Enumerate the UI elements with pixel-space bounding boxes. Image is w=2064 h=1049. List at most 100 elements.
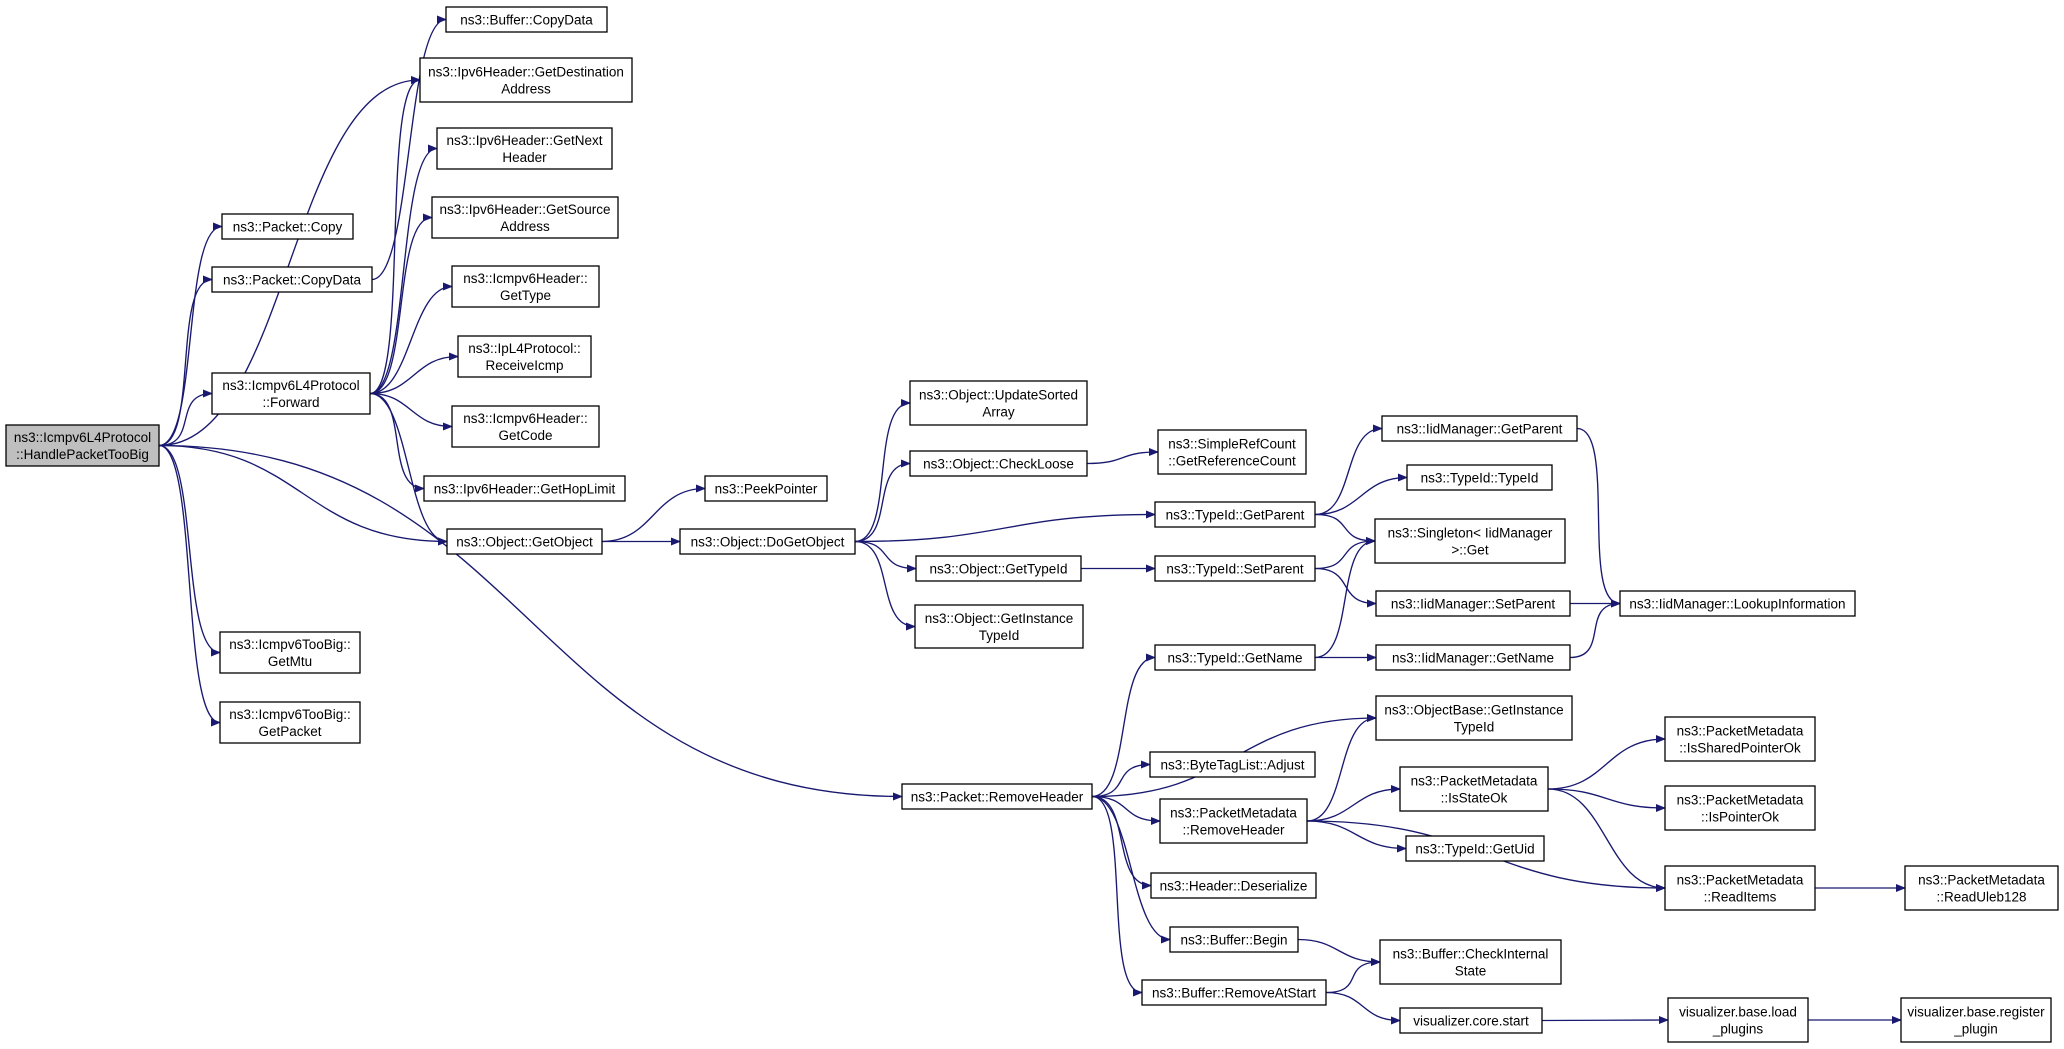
node-label: Header	[502, 150, 547, 165]
edge-viz_core_start-to-viz_load	[1541, 1016, 1669, 1025]
node-label: ::IsPointerOk	[1701, 810, 1779, 825]
node-label: ns3::Object::GetTypeId	[929, 562, 1067, 577]
node-pm_isptrok[interactable]: ns3::PacketMetadata::IsPointerOk	[1664, 785, 1816, 831]
edge-buf_begin-to-buf_checkinternal	[1297, 938, 1381, 966]
node-label: visualizer.base.register	[1907, 1005, 2045, 1020]
node-refcount[interactable]: ns3::SimpleRefCount::GetReferenceCount	[1157, 429, 1307, 475]
node-pkt_copy[interactable]: ns3::Packet::Copy	[221, 213, 354, 240]
node-buf_begin[interactable]: ns3::Buffer::Begin	[1169, 926, 1299, 953]
node-label: ns3::Ipv6Header::GetHopLimit	[434, 482, 616, 497]
node-label: ns3::ObjectBase::GetInstance	[1384, 703, 1563, 718]
edge-dogetobject-to-updsorted	[854, 399, 911, 543]
node-tid_getuid[interactable]: ns3::TypeId::GetUid	[1405, 835, 1545, 862]
edge-buf_removeatstart-to-viz_core_start	[1325, 991, 1401, 1025]
edge-root-to-mtu	[158, 444, 221, 657]
node-peekptr[interactable]: ns3::PeekPointer	[704, 475, 828, 502]
node-label: ::HandlePacketTooBig	[16, 447, 149, 462]
edge-iid_getparent-to-iid_lookup	[1576, 427, 1621, 608]
node-getobject[interactable]: ns3::Object::GetObject	[446, 528, 603, 555]
node-pkt_copydata[interactable]: ns3::Packet::CopyData	[211, 266, 373, 293]
edge-tid_setparent-to-singleton	[1314, 537, 1376, 570]
node-hdr_deser[interactable]: ns3::Header::Deserialize	[1150, 872, 1317, 899]
node-mtu[interactable]: ns3::Icmpv6TooBig::GetMtu	[219, 631, 361, 674]
node-pkt_removeheader[interactable]: ns3::Packet::RemoveHeader	[901, 783, 1093, 810]
node-buf_removeatstart[interactable]: ns3::Buffer::RemoveAtStart	[1141, 979, 1327, 1006]
node-label: visualizer.core.start	[1413, 1014, 1529, 1029]
node-label: State	[1455, 964, 1487, 979]
node-icmp_code[interactable]: ns3::Icmpv6Header::GetCode	[451, 405, 600, 448]
edge-fwd-to-hoplimit	[369, 392, 425, 493]
node-iid_lookup[interactable]: ns3::IidManager::LookupInformation	[1619, 590, 1856, 617]
edge-tid_getparent-to-singleton	[1314, 513, 1376, 545]
edge-fwd-to-icmp_code	[369, 392, 453, 431]
node-label: _plugin	[1953, 1022, 1998, 1037]
node-gettypeid[interactable]: ns3::Object::GetTypeId	[915, 555, 1082, 582]
node-hoplimit[interactable]: ns3::Ipv6Header::GetHopLimit	[423, 475, 626, 502]
node-label: ns3::Icmpv6Header::	[463, 411, 588, 426]
node-btl_adjust[interactable]: ns3::ByteTagList::Adjust	[1149, 751, 1316, 778]
node-label: Address	[501, 82, 551, 97]
node-pm_readuleb[interactable]: ns3::PacketMetadata::ReadUleb128	[1904, 865, 2059, 911]
node-pm_issharedptr[interactable]: ns3::PacketMetadata::IsSharedPointerOk	[1664, 716, 1816, 762]
edge-root-to-getpacket	[158, 444, 221, 727]
node-iid_setparent[interactable]: ns3::IidManager::SetParent	[1375, 590, 1571, 617]
node-checkloose[interactable]: ns3::Object::CheckLoose	[909, 450, 1088, 477]
edge-pkt_removeheader-to-pm_removeheader	[1091, 795, 1161, 825]
edge-pkt_removeheader-to-tid_getname	[1091, 653, 1156, 798]
node-tid_getname[interactable]: ns3::TypeId::GetName	[1154, 644, 1316, 671]
edge-root-to-getobject	[158, 444, 448, 546]
node-label: ::Forward	[262, 395, 319, 410]
node-recvicmp[interactable]: ns3::IpL4Protocol::ReceiveIcmp	[457, 335, 592, 378]
node-pm_removeheader[interactable]: ns3::PacketMetadata::RemoveHeader	[1159, 798, 1308, 844]
node-label: ns3::TypeId::TypeId	[1421, 471, 1539, 486]
node-label: ns3::PacketMetadata	[1918, 873, 2045, 888]
node-label: ns3::ByteTagList::Adjust	[1160, 758, 1304, 773]
node-label: ns3::SimpleRefCount	[1168, 437, 1296, 452]
node-singleton[interactable]: ns3::Singleton< IidManager>::Get	[1374, 518, 1566, 564]
node-tid_typeid[interactable]: ns3::TypeId::TypeId	[1406, 464, 1553, 491]
edge-tid_getparent-to-iid_getparent	[1314, 424, 1383, 516]
node-getpacket[interactable]: ns3::Icmpv6TooBig::GetPacket	[219, 701, 361, 744]
node-iid_getparent[interactable]: ns3::IidManager::GetParent	[1381, 415, 1578, 442]
node-buf_copydata[interactable]: ns3::Buffer::CopyData	[445, 6, 608, 33]
node-iid_getname[interactable]: ns3::IidManager::GetName	[1375, 644, 1571, 671]
node-label: ns3::PeekPointer	[715, 482, 818, 497]
node-label: ns3::Ipv6Header::GetSource	[439, 202, 610, 217]
node-label: ns3::PacketMetadata	[1677, 724, 1804, 739]
edge-pm_isstateok-to-pm_isptrok	[1547, 788, 1666, 812]
edge-pm_removeheader-to-tid_getuid	[1306, 820, 1407, 853]
node-fwd[interactable]: ns3::Icmpv6L4Protocol::Forward	[211, 372, 371, 415]
node-label: ns3::PacketMetadata	[1677, 873, 1804, 888]
edge-fwd-to-ip6_dest	[369, 76, 421, 395]
edge-root-to-ip6_dest	[158, 76, 421, 447]
node-icmp_type[interactable]: ns3::Icmpv6Header::GetType	[451, 265, 600, 308]
node-label: ns3::IidManager::LookupInformation	[1629, 597, 1845, 612]
node-viz_core_start[interactable]: visualizer.core.start	[1399, 1007, 1543, 1034]
node-label: ::GetReferenceCount	[1168, 454, 1296, 469]
node-label: visualizer.base.load	[1679, 1005, 1797, 1020]
node-label: ns3::Icmpv6Header::	[463, 271, 588, 286]
edge-tid_setparent-to-iid_setparent	[1314, 567, 1377, 608]
node-pm_isstateok[interactable]: ns3::PacketMetadata::IsStateOk	[1399, 766, 1549, 812]
node-dogetobject[interactable]: ns3::Object::DoGetObject	[679, 528, 856, 555]
node-tid_getparent[interactable]: ns3::TypeId::GetParent	[1154, 501, 1316, 528]
edge-pkt_removeheader-to-hdr_deser	[1091, 795, 1152, 890]
node-label: ns3::Object::UpdateSorted	[919, 388, 1078, 403]
edge-pm_removeheader-to-pm_isstateok	[1306, 785, 1401, 822]
node-viz_register[interactable]: visualizer.base.register _plugin	[1900, 997, 2052, 1043]
node-tid_setparent[interactable]: ns3::TypeId::SetParent	[1154, 555, 1316, 582]
node-root[interactable]: ns3::Icmpv6L4Protocol::HandlePacketTooBi…	[5, 424, 160, 467]
node-viz_load[interactable]: visualizer.base.load_plugins	[1667, 997, 1809, 1043]
node-pm_readitems[interactable]: ns3::PacketMetadata::ReadItems	[1664, 865, 1816, 911]
edge-dogetobject-to-gettypeid	[854, 540, 917, 573]
node-label: ns3::TypeId::GetUid	[1415, 842, 1534, 857]
node-label: ns3::Header::Deserialize	[1160, 879, 1308, 894]
edge-fwd-to-ip6_next	[369, 144, 438, 395]
